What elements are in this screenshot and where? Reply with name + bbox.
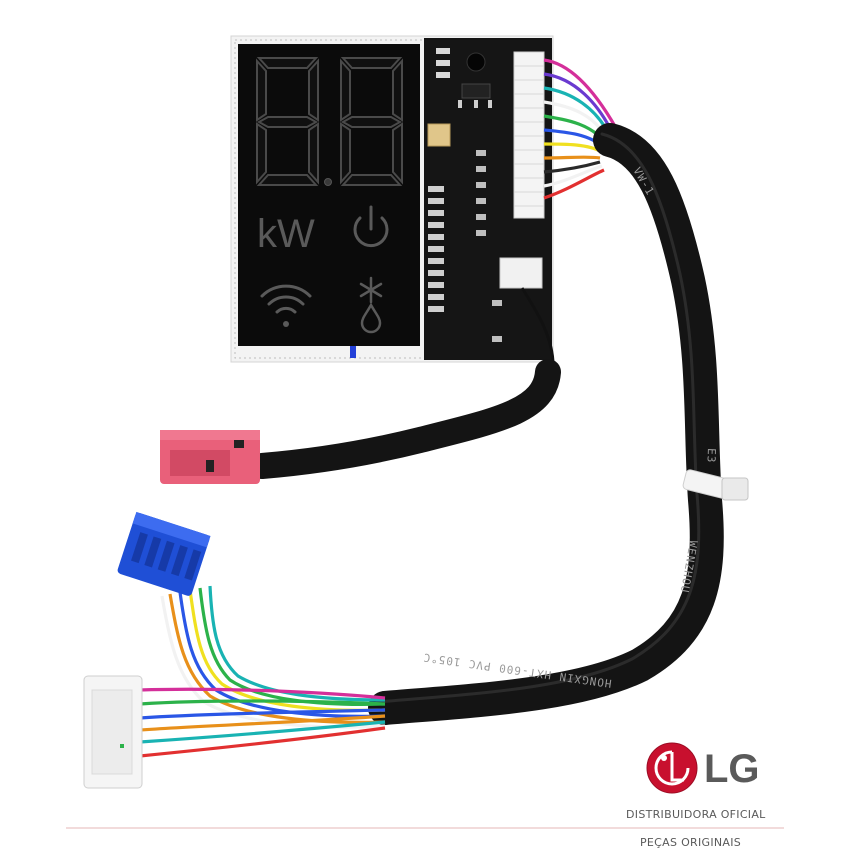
pcb-small-connector bbox=[499, 257, 543, 289]
white-connector bbox=[83, 675, 143, 789]
pink-connector bbox=[160, 430, 260, 484]
decimal-point bbox=[324, 178, 332, 186]
brand-caption-original-parts: PEÇAS ORIGINAIS bbox=[640, 836, 741, 849]
pink-connector-cable bbox=[249, 359, 561, 479]
lg-logo: LG bbox=[646, 742, 760, 794]
seven-segment-digit-1 bbox=[256, 57, 319, 186]
brand-caption-distributor: DISTRIBUIDORA OFICIAL bbox=[626, 808, 766, 821]
droplet-icon bbox=[360, 302, 382, 334]
wifi-icon bbox=[260, 284, 312, 327]
blue-connector bbox=[117, 511, 211, 596]
main-cable bbox=[368, 123, 724, 725]
smd-components bbox=[427, 48, 502, 342]
seven-segment-digit-2 bbox=[340, 57, 403, 186]
svg-text:E3: E3 bbox=[704, 448, 718, 464]
snowflake-icon bbox=[359, 276, 383, 304]
display-board: kW bbox=[230, 35, 554, 363]
cable-tie bbox=[682, 469, 749, 501]
ribbon-wires-bottom bbox=[139, 585, 386, 758]
blue-marker bbox=[350, 346, 356, 358]
power-icon bbox=[353, 205, 389, 248]
brand-name: LG bbox=[704, 747, 760, 791]
kw-label: kW bbox=[257, 212, 315, 256]
pcb-header-connector bbox=[513, 51, 545, 219]
